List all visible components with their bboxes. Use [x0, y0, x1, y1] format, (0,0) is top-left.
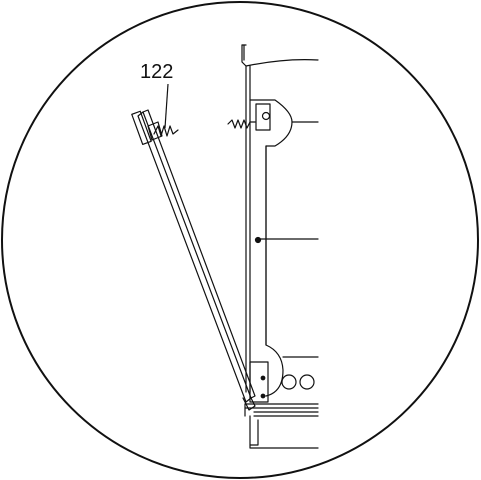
support-rod: [137, 111, 252, 403]
base-plate: [244, 403, 319, 417]
side-screw: [254, 236, 262, 244]
upper-spring: [227, 119, 256, 129]
callout-number-label: 122: [140, 61, 173, 83]
floor-step: [249, 415, 319, 449]
round-hole-right: [299, 374, 315, 390]
rod-foot: [242, 395, 256, 411]
mechanism-drawing: [131, 44, 319, 449]
callout-leader-line: [164, 83, 169, 129]
rod-clamp: [147, 121, 163, 141]
upper-bracket: [255, 103, 271, 131]
callout-spring: [153, 125, 179, 137]
round-hole-left: [281, 374, 297, 390]
side-panel-bulge: [249, 99, 293, 397]
bracket-hole: [261, 111, 271, 121]
rod-top-cap: [131, 110, 152, 146]
top-panel-outline: [241, 44, 319, 67]
